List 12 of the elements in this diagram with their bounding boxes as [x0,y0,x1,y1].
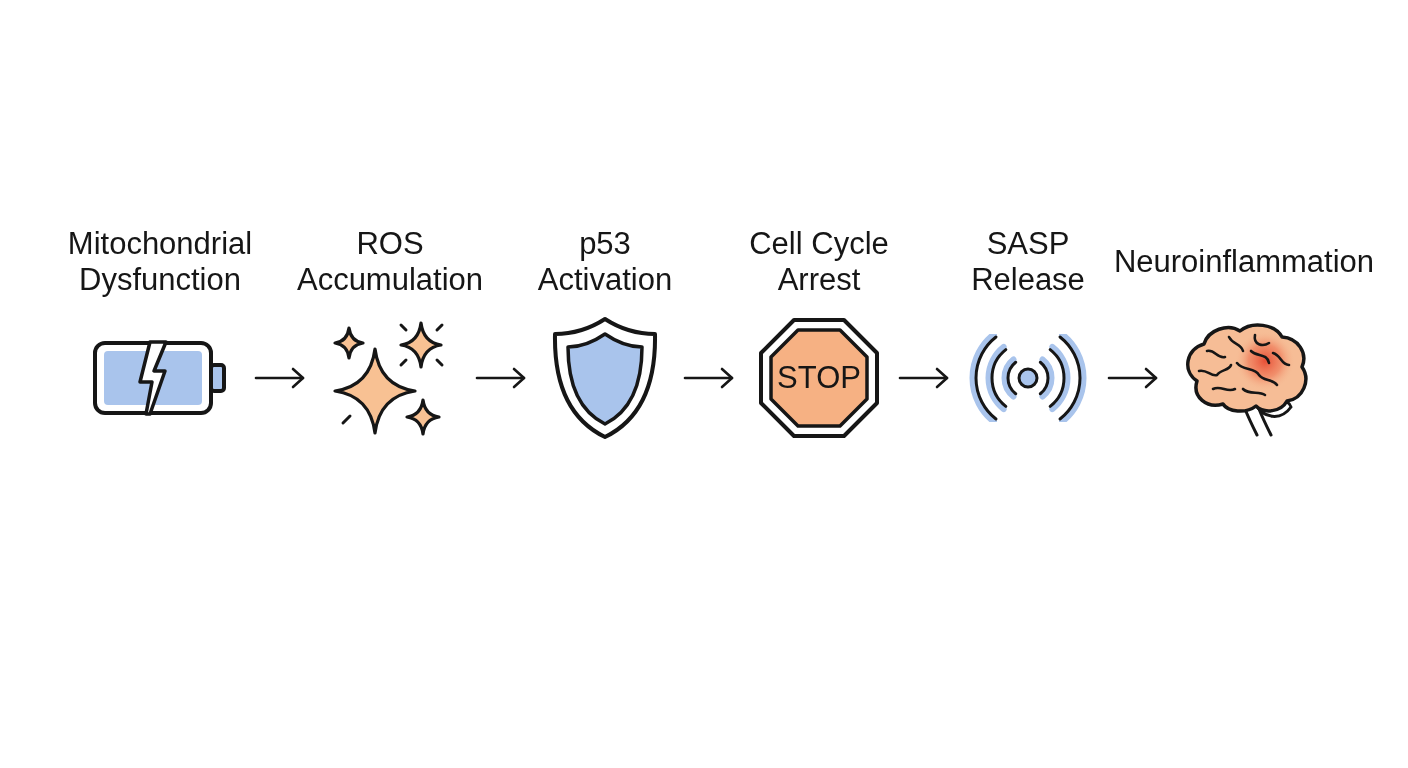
step-title: SASP Release [970,226,1086,298]
arrow [475,367,526,389]
arrow [683,367,734,389]
step-title: Neuroinflammation [1113,244,1375,280]
arrow [1107,367,1158,389]
arrow [254,367,305,389]
step-title: Cell Cycle Arrest [748,226,890,298]
step-title: Mitochondrial Dysfunction [66,226,254,298]
step-title: ROS Accumulation [295,226,485,298]
arrow [898,367,949,389]
sign-text: STOP [777,361,861,395]
step-title: p53 Activation [536,226,674,298]
